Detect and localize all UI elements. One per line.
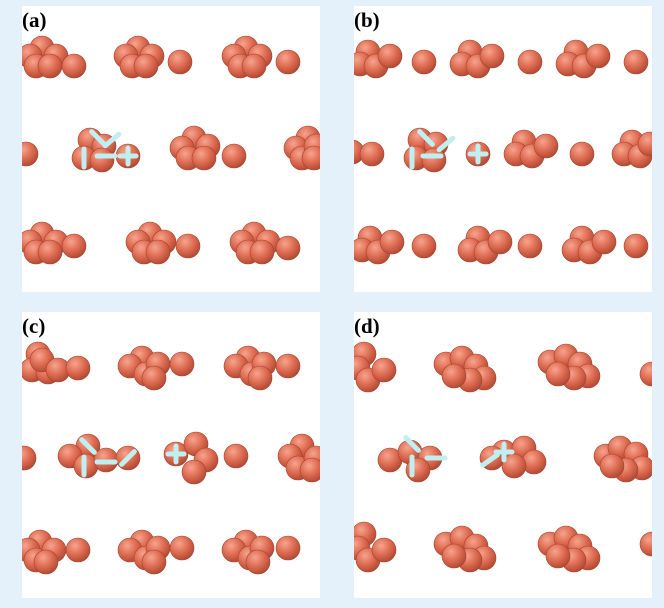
atom <box>487 229 513 255</box>
atom <box>175 233 201 259</box>
atom <box>37 239 63 265</box>
panel-b: (b) <box>354 6 652 292</box>
atom <box>245 549 271 575</box>
atom <box>22 141 39 167</box>
atom <box>585 43 611 69</box>
atom <box>517 233 543 259</box>
atom <box>22 445 37 471</box>
atom <box>623 233 649 259</box>
atom <box>371 357 397 383</box>
atom <box>181 459 207 485</box>
vacancy-line-marker <box>119 449 137 467</box>
panel-label-a: (a) <box>22 8 47 32</box>
atom <box>133 53 159 79</box>
atom <box>639 361 652 387</box>
panel-label-c: (c) <box>22 314 46 338</box>
vacancy-line-marker <box>79 437 97 455</box>
atom <box>501 453 527 479</box>
interstitial-plus-marker <box>493 441 515 463</box>
atom <box>359 141 385 167</box>
atom <box>591 229 617 255</box>
atom <box>169 535 195 561</box>
vacancy-line-marker <box>436 135 456 153</box>
vacancy-line-marker <box>403 435 421 453</box>
atom <box>241 53 267 79</box>
interstitial-plus-marker <box>165 443 187 465</box>
atom <box>411 233 437 259</box>
atom <box>545 543 571 569</box>
atom <box>275 353 301 379</box>
atom <box>37 53 63 79</box>
atom <box>247 365 273 391</box>
atom <box>441 363 467 389</box>
atom <box>411 49 437 75</box>
atom <box>141 365 167 391</box>
atom <box>61 233 87 259</box>
atom <box>371 537 397 563</box>
interstitial-plus-marker <box>117 145 139 167</box>
atom <box>167 49 193 75</box>
atom <box>599 453 625 479</box>
panel-d: (d) <box>354 312 652 598</box>
interstitial-plus-marker <box>467 143 489 165</box>
panel-label-d: (d) <box>354 314 380 338</box>
atom <box>299 457 320 483</box>
atom <box>191 145 217 171</box>
panel-label-b: (b) <box>354 8 380 32</box>
atom <box>275 49 301 75</box>
atom <box>275 535 301 561</box>
atom <box>61 53 87 79</box>
atom <box>33 549 59 575</box>
atom <box>249 239 275 265</box>
atom-scene-d <box>354 341 652 573</box>
atom <box>65 355 91 381</box>
vacancy-line-marker <box>102 131 122 149</box>
atom <box>301 145 320 171</box>
atom <box>379 229 405 255</box>
atom <box>221 143 247 169</box>
vacancy-line-marker <box>417 129 435 147</box>
atom <box>421 147 447 173</box>
atom <box>479 43 505 69</box>
atom <box>533 133 559 159</box>
atom <box>637 131 652 157</box>
vacancy-line-marker <box>480 452 500 468</box>
atom-scene-c <box>22 341 320 575</box>
panel-a: (a) <box>22 6 320 292</box>
atom <box>65 537 91 563</box>
atom <box>377 43 403 69</box>
atom <box>569 141 595 167</box>
atom <box>545 361 571 387</box>
atom-scene-b <box>354 39 652 265</box>
atom <box>145 239 171 265</box>
atom <box>639 531 652 557</box>
atom <box>89 147 115 173</box>
atom <box>275 235 301 261</box>
atom-scene-a <box>22 35 320 265</box>
atom <box>141 549 167 575</box>
atom <box>441 543 467 569</box>
atom <box>169 351 195 377</box>
atom <box>223 443 249 469</box>
atom <box>623 49 649 75</box>
atom <box>517 49 543 75</box>
vacancy-line-marker <box>89 129 107 147</box>
panel-c: (c) <box>22 312 320 598</box>
